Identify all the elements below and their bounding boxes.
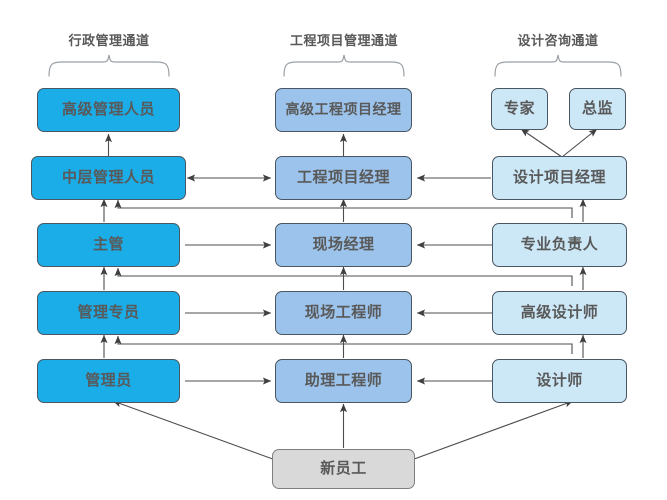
- node-admin-specialist[interactable]: 管理专员: [37, 291, 180, 335]
- edge-newhire-admin1: [112, 400, 282, 463]
- node-assistant-engineer[interactable]: 助理工程师: [275, 359, 412, 403]
- node-site-manager[interactable]: 现场经理: [275, 223, 412, 267]
- edge-design1-admin2: [114, 335, 573, 354]
- node-designer[interactable]: 设计师: [492, 359, 627, 403]
- edge-design4-expert: [520, 128, 563, 158]
- node-new-employee[interactable]: 新员工: [272, 449, 415, 489]
- brace-engineering: [283, 54, 405, 77]
- node-administrator[interactable]: 管理员: [37, 359, 180, 403]
- node-project-manager[interactable]: 工程项目经理: [275, 156, 412, 200]
- node-senior-project-manager[interactable]: 高级工程项目经理: [275, 88, 412, 132]
- column-title-engineering: 工程项目管理通道: [289, 33, 398, 48]
- node-senior-manager[interactable]: 高级管理人员: [37, 88, 180, 132]
- node-chief-director[interactable]: 总监: [569, 88, 626, 130]
- edge-design2-admin3: [114, 267, 573, 286]
- node-senior-designer[interactable]: 高级设计师: [492, 291, 627, 335]
- node-site-engineer[interactable]: 现场工程师: [275, 291, 412, 335]
- edge-newhire-design1: [405, 400, 574, 463]
- edge-design4-director: [561, 128, 598, 158]
- node-expert[interactable]: 专家: [491, 88, 548, 130]
- edge-design3-admin4: [114, 199, 573, 218]
- brace-design: [494, 54, 622, 77]
- node-middle-manager[interactable]: 中层管理人员: [31, 156, 186, 200]
- column-title-admin: 行政管理通道: [68, 33, 150, 48]
- node-design-project-manager[interactable]: 设计项目经理: [492, 156, 627, 200]
- node-discipline-lead[interactable]: 专业负责人: [492, 223, 627, 267]
- column-title-design: 设计咨询通道: [517, 33, 599, 48]
- node-supervisor[interactable]: 主管: [37, 223, 180, 267]
- brace-admin: [48, 54, 170, 77]
